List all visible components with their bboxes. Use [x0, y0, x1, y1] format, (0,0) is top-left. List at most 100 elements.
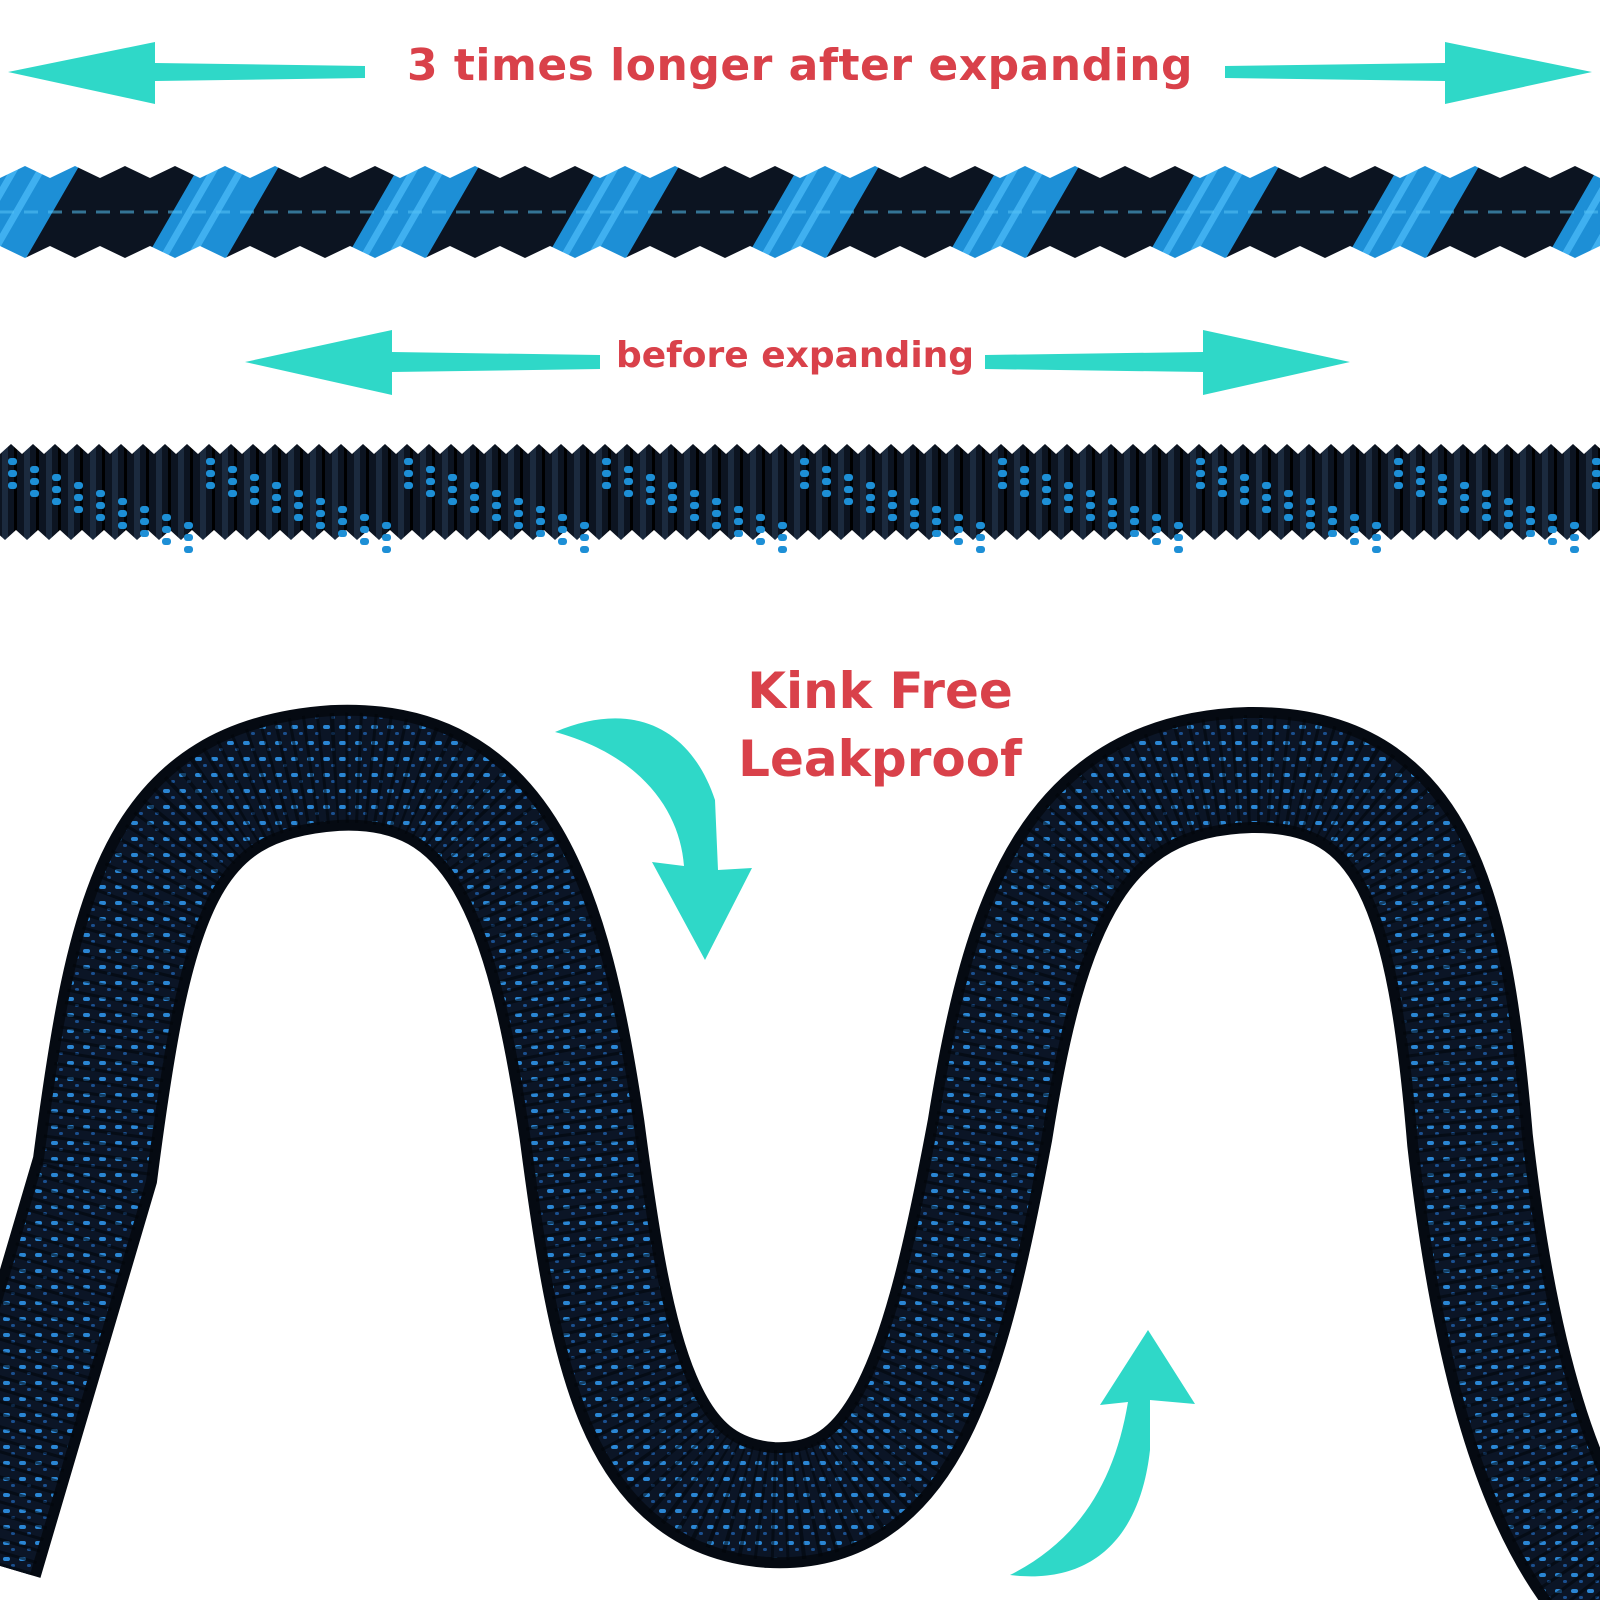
hose-stripe-dot	[756, 514, 765, 521]
hose-stripe-dot	[1262, 482, 1271, 489]
expanded-length-caption: 3 times longer after expanding	[380, 44, 1220, 88]
hose-stripe-dot	[492, 502, 501, 509]
hose-stripe-dot	[976, 546, 985, 553]
hose-stripe-dot	[426, 478, 435, 485]
hose-stripe-dot	[800, 482, 809, 489]
hose-stripe-dot	[8, 458, 17, 465]
hose-stripe-dot	[1504, 522, 1513, 529]
hose-stripe-dot	[844, 486, 853, 493]
hose-stripe-dot	[778, 534, 787, 541]
hose-stripe-dot	[1394, 470, 1403, 477]
hose-stripe-dot	[1394, 458, 1403, 465]
hose-stripe-dot	[118, 498, 127, 505]
hose-stripe-dot	[778, 522, 787, 529]
hose-stripe-dot	[448, 498, 457, 505]
hose-stripe-dot	[1152, 538, 1161, 545]
hose-stripe-dot	[74, 482, 83, 489]
hose-stripe-dot	[1570, 534, 1579, 541]
hose-stripe-dot	[1042, 474, 1051, 481]
hose-stripe-dot	[338, 506, 347, 513]
hose-stripe-dot	[1262, 506, 1271, 513]
hose-stripe-dot	[470, 506, 479, 513]
hose-stripe-dot	[96, 502, 105, 509]
hose-stripe-dot	[316, 498, 325, 505]
expanded-hose	[0, 166, 1600, 258]
hose-stripe-dot	[228, 466, 237, 473]
hose-stripe-dot	[1020, 466, 1029, 473]
hose-stripe-dot	[646, 474, 655, 481]
hose-stripe-dot	[1306, 522, 1315, 529]
hose-stripe-dot	[1174, 522, 1183, 529]
hose-stripe-dot	[1438, 474, 1447, 481]
hose-stripe-dot	[1130, 530, 1139, 537]
hose-stripe-dot	[1416, 490, 1425, 497]
hose-stripe-dot	[558, 538, 567, 545]
hose-stripe-dot	[1020, 490, 1029, 497]
hose-stripe-dot	[1042, 498, 1051, 505]
hose-stripe-dot	[404, 482, 413, 489]
hose-stripe-dot	[1526, 530, 1535, 537]
hose-stripe-dot	[910, 510, 919, 517]
hose-stripe-dot	[1350, 538, 1359, 545]
kink-free-caption: Kink Free	[720, 666, 1040, 716]
hose-stripe-dot	[514, 498, 523, 505]
hose-stripe-dot	[1460, 494, 1469, 501]
hose-stripe-dot	[668, 482, 677, 489]
hose-stripe-dot	[206, 458, 215, 465]
hose-stripe-dot	[272, 506, 281, 513]
hose-stripe-dot	[690, 490, 699, 497]
hose-stripe-dot	[712, 498, 721, 505]
hose-stripe-dot	[1108, 522, 1117, 529]
contracted-hose	[0, 444, 1600, 553]
hose-stripe-dot	[1108, 510, 1117, 517]
hose-stripe-dot	[162, 526, 171, 533]
hose-stripe-dot	[1548, 514, 1557, 521]
hose-stripe-dot	[1174, 546, 1183, 553]
hose-stripe-dot	[1592, 470, 1600, 477]
hose-stripe-dot	[712, 510, 721, 517]
hose-stripe-dot	[272, 482, 281, 489]
hose-stripe-dot	[822, 490, 831, 497]
hose-stripe-dot	[778, 546, 787, 553]
hose-stripe-dot	[140, 518, 149, 525]
hose-stripe-dot	[294, 502, 303, 509]
hose-stripe-dot	[1064, 506, 1073, 513]
hose-stripe-dot	[140, 530, 149, 537]
hose-stripe-dot	[1460, 506, 1469, 513]
looped-hose	[0, 704, 1600, 1600]
hose-stripe-dot	[558, 514, 567, 521]
hose-stripe-dot	[668, 494, 677, 501]
hose-stripe-dot	[734, 518, 743, 525]
hose-stripe-dot	[140, 506, 149, 513]
hose-stripe-dot	[888, 490, 897, 497]
hose-stripe-dot	[1328, 530, 1337, 537]
hose-stripe-dot	[1042, 486, 1051, 493]
hose-stripe-dot	[954, 514, 963, 521]
hose-stripe-dot	[1130, 518, 1139, 525]
hose-stripe-dot	[558, 526, 567, 533]
leakproof-caption: Leakproof	[720, 734, 1040, 784]
hose-stripe-dot	[1262, 494, 1271, 501]
hose-stripe-dot	[1526, 506, 1535, 513]
hose-stripe-dot	[536, 506, 545, 513]
hose-stripe-dot	[1504, 510, 1513, 517]
hose-stripe-dot	[448, 486, 457, 493]
hose-stripe-dot	[52, 498, 61, 505]
hose-stripe-dot	[74, 494, 83, 501]
hose-stripe-dot	[954, 526, 963, 533]
hose-stripe-dot	[250, 486, 259, 493]
hose-stripe-dot	[932, 518, 941, 525]
hose-stripe-dot	[1460, 482, 1469, 489]
hose-stripe-dot	[184, 534, 193, 541]
hose-stripe-dot	[338, 530, 347, 537]
hose-stripe-dot	[712, 522, 721, 529]
hose-stripe-dot	[932, 530, 941, 537]
hose-stripe-dot	[998, 470, 1007, 477]
hose-stripe-dot	[426, 490, 435, 497]
hose-stripe-dot	[580, 534, 589, 541]
hose-stripe-dot	[756, 538, 765, 545]
hose-stripe-dot	[52, 474, 61, 481]
hose-stripe-dot	[866, 482, 875, 489]
hose-stripe-dot	[536, 530, 545, 537]
